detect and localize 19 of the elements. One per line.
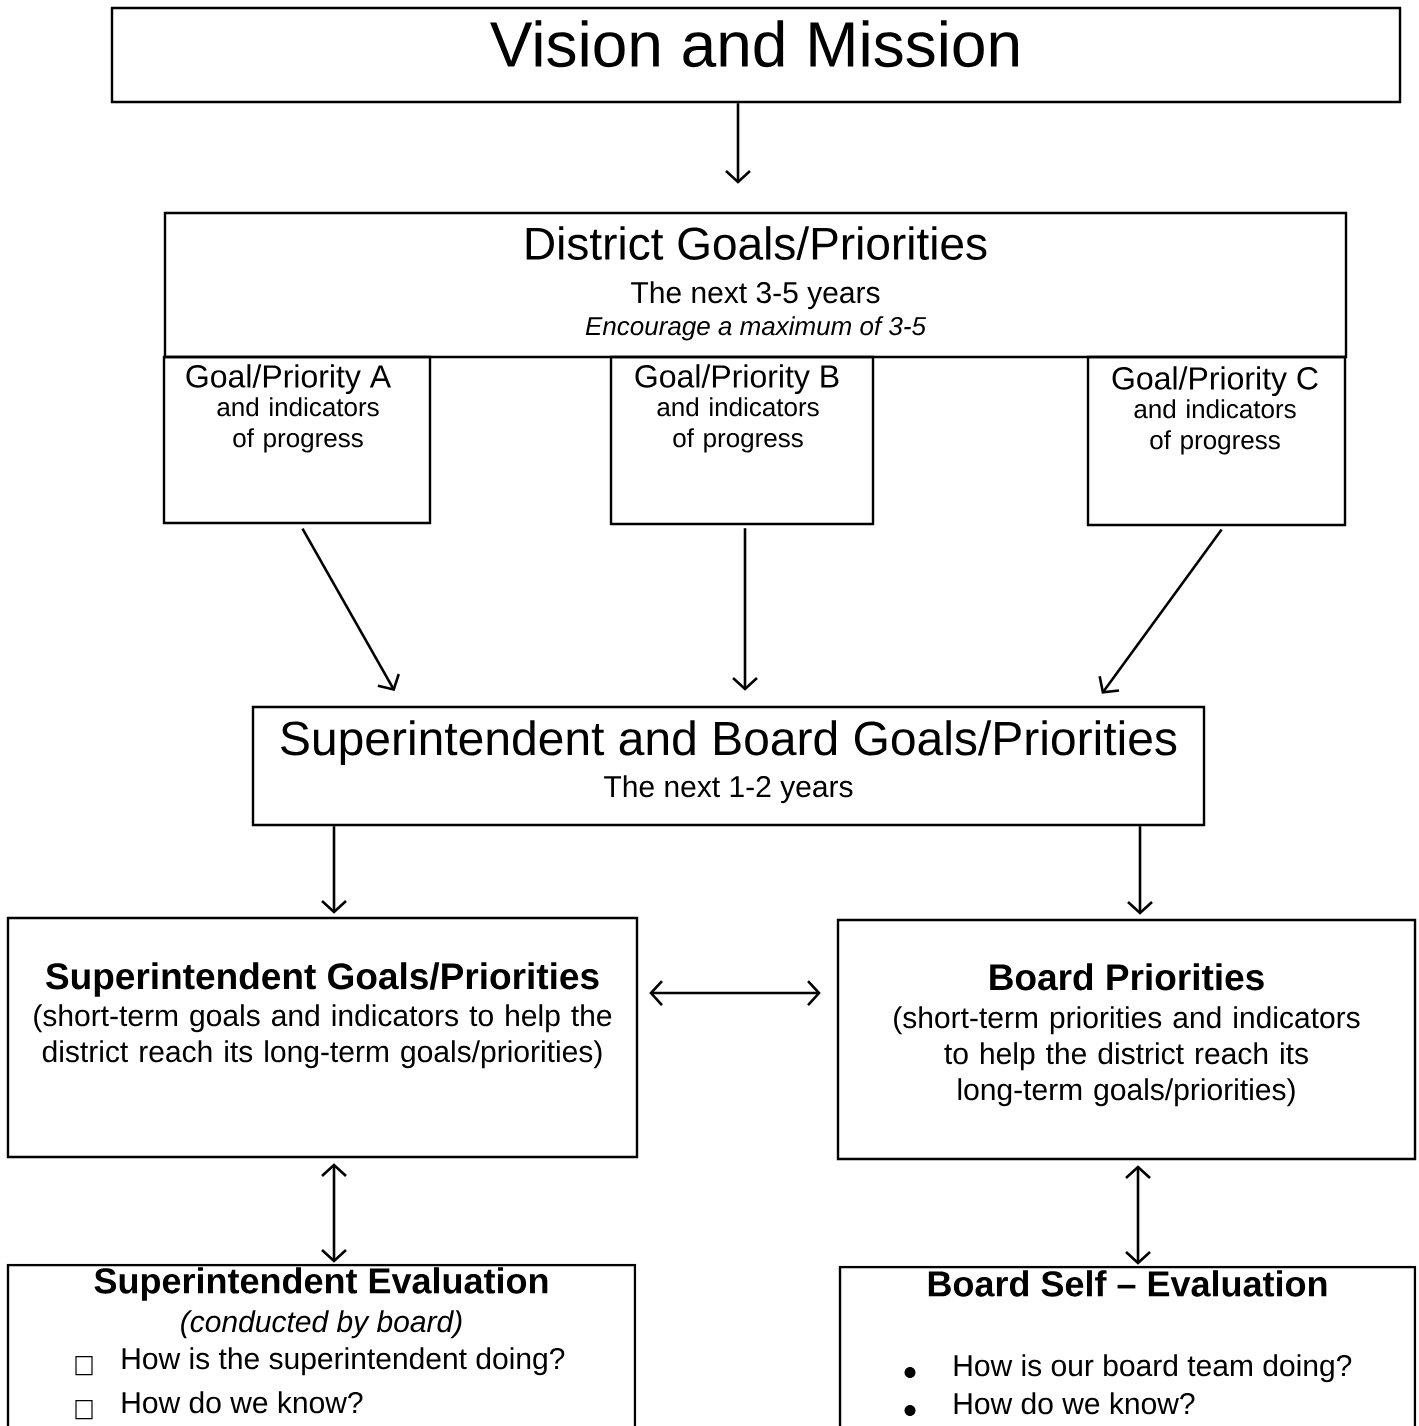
arrow <box>1125 1165 1151 1265</box>
arrow <box>321 826 347 914</box>
process-box: Goal/Priority B and indicators of progress <box>609 355 875 526</box>
process-box: District Goals/Priorities The next 3-5 years Encourage a maximum of 3-5 <box>163 211 1348 359</box>
arrow <box>1098 528 1223 694</box>
arrow <box>649 980 821 1006</box>
process-box: Goal/Priority C and indicators of progress <box>1086 355 1347 527</box>
process-box: Superintendent Goals/Priorities (short-term goals and indicators to help the district reach its long-term goals/priorities) <box>6 916 639 1159</box>
arrow <box>321 1163 347 1263</box>
arrow <box>301 527 400 692</box>
process-box: Board Self – Evaluation How is our board team doing? How do we know? <box>838 1265 1417 1426</box>
process-box: Superintendent and Board Goals/Priorities The next 1-2 years <box>251 705 1206 827</box>
arrow <box>732 528 758 691</box>
arrow <box>725 103 751 184</box>
process-box: Vision and Mission <box>110 6 1402 104</box>
process-box: Board Priorities (short-term priorities and indicators to help the district reach its long-term goals/priorities) <box>836 918 1417 1161</box>
process-box: Superintendent Evaluation (conducted by board) How is the superintendent doing? How do we know? <box>6 1263 637 1426</box>
arrow <box>1127 826 1153 915</box>
process-box: Goal/Priority A and indicators of progress <box>162 355 432 525</box>
